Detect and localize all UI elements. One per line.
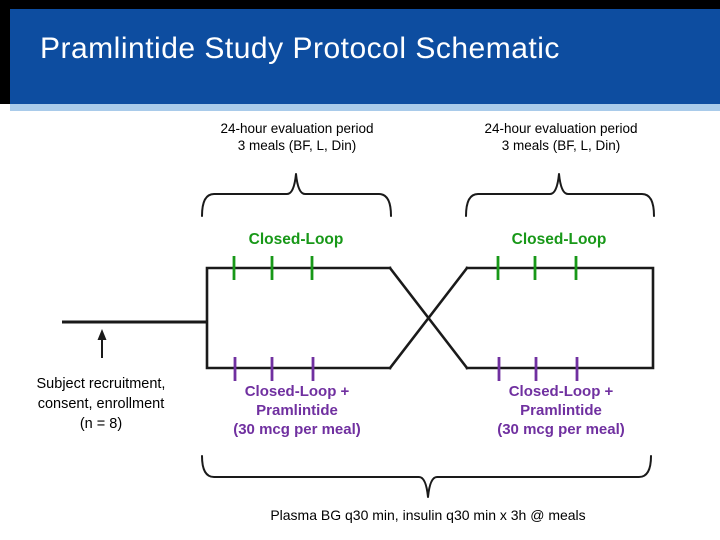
- recruitment-label: Subject recruitment, consent, enrollment…: [6, 374, 196, 434]
- evaluation-period-label-right: 24-hour evaluation period 3 meals (BF, L…: [461, 121, 661, 154]
- evaluation-brace-left: [201, 173, 392, 217]
- left-border-bar: [0, 0, 10, 104]
- title-banner-accent-strip: [10, 104, 720, 111]
- slide-title: Pramlintide Study Protocol Schematic: [40, 32, 560, 65]
- pramlintide-line3: (30 mcg per meal): [233, 421, 361, 438]
- evaluation-period-line1: 24-hour evaluation period: [220, 121, 374, 136]
- meal-ticks-pramlintide-right: [497, 357, 579, 381]
- pramlintide-label-right: Closed-Loop + Pramlintide (30 mcg per me…: [461, 382, 661, 439]
- evaluation-period-line1: 24-hour evaluation period: [484, 121, 638, 136]
- recruitment-line2: consent, enrollment: [37, 396, 165, 412]
- sampling-brace-bottom: [201, 455, 652, 498]
- recruitment-arrow-head: [97, 329, 107, 340]
- evaluation-brace-right: [465, 173, 655, 217]
- evaluation-period-line2: 3 meals (BF, L, Din): [237, 137, 357, 153]
- recruitment-line3: (n = 8): [79, 416, 123, 432]
- evaluation-period-line2: 3 meals (BF, L, Din): [501, 137, 621, 153]
- pramlintide-line3: (30 mcg per meal): [497, 421, 625, 438]
- meal-ticks-closed-loop-right: [496, 256, 578, 280]
- closed-loop-label-right: Closed-Loop: [511, 231, 607, 248]
- pramlintide-line1: Closed-Loop +: [508, 383, 614, 400]
- meal-ticks-pramlintide-left: [233, 357, 315, 381]
- top-border-bar: [0, 0, 720, 9]
- pramlintide-line2: Pramlintide: [520, 402, 602, 419]
- title-banner: Pramlintide Study Protocol Schematic: [10, 9, 720, 104]
- pramlintide-label-left: Closed-Loop + Pramlintide (30 mcg per me…: [197, 382, 397, 439]
- recruitment-line1: Subject recruitment,: [36, 376, 166, 392]
- pramlintide-line1: Closed-Loop +: [244, 383, 350, 400]
- evaluation-period-label-left: 24-hour evaluation period 3 meals (BF, L…: [197, 121, 397, 154]
- study-arm-lines: [205, 266, 655, 370]
- sampling-note: Plasma BG q30 min, insulin q30 min x 3h …: [270, 507, 586, 523]
- closed-loop-label-left: Closed-Loop: [248, 231, 344, 248]
- meal-ticks-closed-loop-left: [232, 256, 314, 280]
- pramlintide-line2: Pramlintide: [256, 402, 338, 419]
